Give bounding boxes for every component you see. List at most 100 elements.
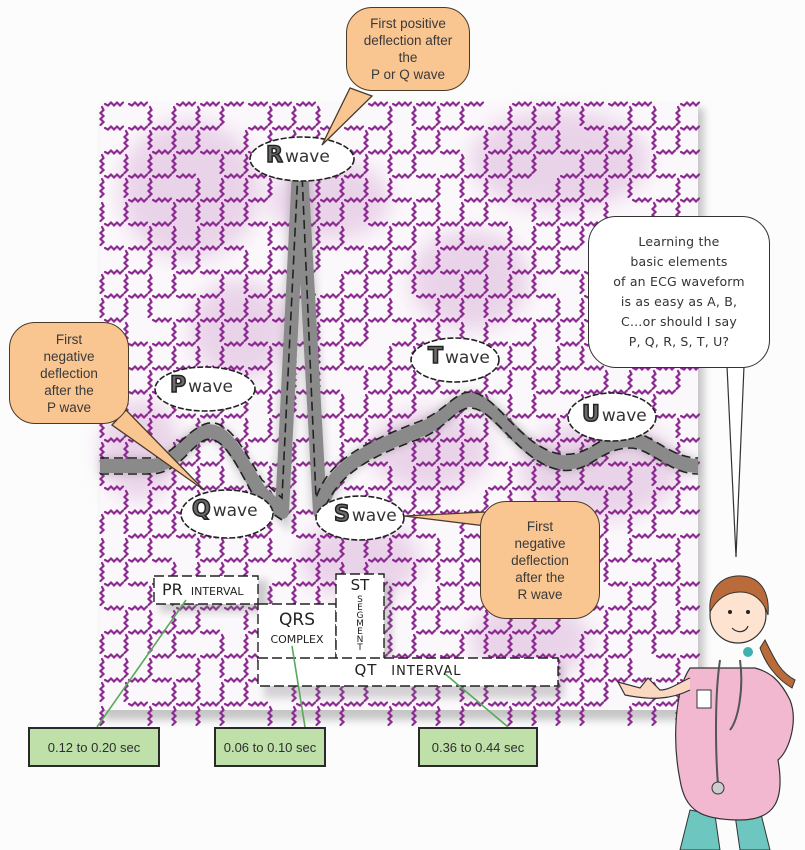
- grid-line: [194, 177, 202, 199]
- grid-line: [127, 628, 149, 636]
- grid-line: [242, 297, 250, 319]
- grid-line: [170, 201, 178, 223]
- grid-line: [559, 244, 581, 252]
- grid-line: [530, 225, 538, 247]
- grid-line: [98, 681, 106, 703]
- grid-line: [434, 249, 442, 271]
- grid-line: [290, 489, 298, 511]
- grid-line: [607, 628, 629, 636]
- grid-line: [463, 220, 485, 228]
- grid-line: [463, 268, 485, 276]
- pr-interval-box: [153, 575, 259, 605]
- grid-line: [391, 148, 413, 156]
- grid-line: [650, 585, 658, 607]
- grid-line: [175, 172, 197, 180]
- grid-line: [410, 129, 418, 151]
- grid-line: [146, 177, 154, 199]
- grid-line: [535, 220, 557, 228]
- grid-line: [103, 220, 125, 228]
- grid-line: [535, 292, 557, 300]
- grid-line: [578, 105, 586, 127]
- grid-line: [506, 129, 514, 151]
- grid-line: [194, 225, 202, 247]
- grid-line: [391, 604, 413, 612]
- grid-line: [122, 297, 130, 319]
- grid-line: [170, 681, 178, 703]
- grid-line: [122, 513, 130, 535]
- grid-line: [679, 484, 701, 492]
- grid-line: [175, 244, 197, 252]
- grid-line: [127, 556, 149, 564]
- grid-line: [319, 220, 341, 228]
- grid-line: [655, 484, 677, 492]
- grid-line: [482, 201, 490, 223]
- grid-line: [578, 681, 586, 703]
- grid-line: [554, 105, 562, 127]
- grid-line: [487, 244, 509, 252]
- grid-line: [170, 321, 178, 343]
- grid-line: [199, 412, 221, 420]
- grid-line: [247, 436, 269, 444]
- grid-line: [578, 273, 586, 295]
- leader-lines: [96, 599, 509, 728]
- grid-line: [151, 244, 173, 252]
- grid-line: [631, 508, 653, 516]
- grid-line: [583, 628, 605, 636]
- grid-line: [199, 244, 221, 252]
- grid-line: [175, 100, 197, 108]
- grid-line: [199, 292, 221, 300]
- grid-line: [127, 508, 149, 516]
- grid-line: [386, 273, 394, 295]
- grid-line: [434, 441, 442, 463]
- grid-line: [530, 153, 538, 175]
- grid-line: [146, 585, 154, 607]
- qt-interval-box: [257, 657, 559, 687]
- grid-line: [98, 177, 106, 199]
- grid-line: [655, 652, 677, 660]
- grid-line: [583, 124, 605, 132]
- grid-line: [511, 412, 533, 420]
- grid-line: [482, 249, 490, 271]
- grid-line: [415, 556, 437, 564]
- grid-line: [458, 633, 466, 655]
- st-abbrev: ST: [350, 576, 370, 594]
- grid-line: [626, 609, 634, 631]
- grid-line: [410, 465, 418, 487]
- grid-line: [631, 700, 653, 708]
- grid-line: [655, 532, 677, 540]
- grid-line: [410, 201, 418, 223]
- grid-line: [146, 657, 154, 679]
- grid-line: [103, 436, 125, 444]
- speech-bubble-tail: [726, 365, 745, 558]
- grid-line: [295, 100, 317, 108]
- grid-line: [194, 129, 202, 151]
- grid-line: [199, 196, 221, 204]
- grid-line: [487, 148, 509, 156]
- grid-line: [242, 249, 250, 271]
- grid-line: [146, 273, 154, 295]
- grid-line: [367, 124, 389, 132]
- grid-line: [314, 225, 322, 247]
- grid-line: [415, 700, 437, 708]
- grid-line: [194, 201, 202, 223]
- grid-line: [463, 412, 485, 420]
- grid-line: [127, 580, 149, 588]
- grid-line: [511, 268, 533, 276]
- ecg-waveform-outline: [100, 149, 699, 500]
- grid-line: [530, 369, 538, 391]
- grid-line: [583, 148, 605, 156]
- grid-line: [559, 268, 581, 276]
- grid-line: [218, 153, 226, 175]
- grid-line: [151, 484, 173, 492]
- grid-line: [391, 364, 413, 372]
- grid-line: [122, 609, 130, 631]
- grid-line: [242, 537, 250, 559]
- grid-line: [199, 268, 221, 276]
- grid-line: [367, 292, 389, 300]
- nurse-illustration: [616, 575, 796, 850]
- grid-line: [338, 345, 346, 367]
- grid-line: [290, 441, 298, 463]
- grid-line: [367, 316, 389, 324]
- grid-line: [607, 460, 629, 468]
